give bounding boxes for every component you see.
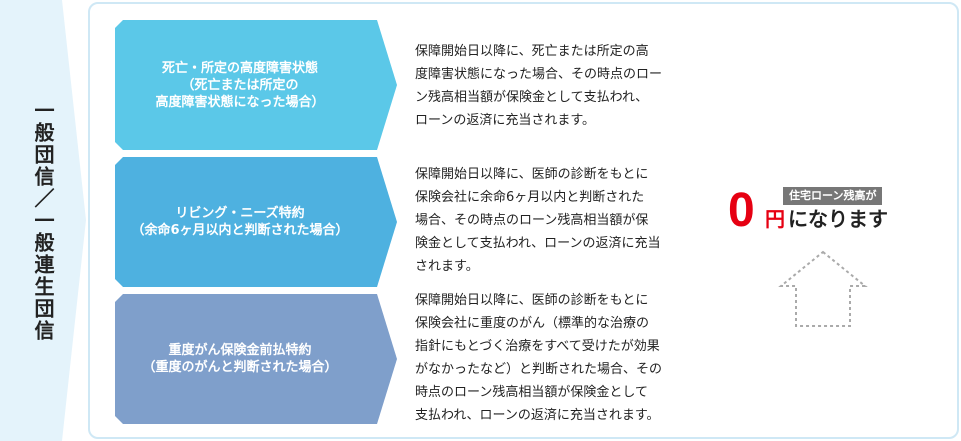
description-cancer: 保障開始日以降に、医師の診断をもとに 保険会社に重度のがん（標準的な治療の 指針…	[415, 293, 663, 423]
chevron-living-needs: リビング・ニーズ特約 （余命6ヶ月以内と判断された場合）	[115, 157, 400, 287]
chevron-label-living-needs: リビング・ニーズ特約 （余命6ヶ月以内と判断された場合）	[131, 206, 349, 238]
side-band: 一般団信／一般連生団信	[0, 0, 90, 441]
side-band-shape	[0, 0, 86, 441]
description-death: 保障開始日以降に、死亡または所定の高 度障害状態になった場合、その時点のロー ン…	[415, 44, 663, 128]
side-label: 一般団信／一般連生団信	[31, 100, 55, 342]
chevron-label-cancer: 重度がん保険金前払特約 （重度のがんと判断された場合）	[142, 343, 338, 375]
result-amount: 0	[728, 184, 755, 237]
description-living-needs: 保障開始日以降に、医師の診断をもとに 保険会社に余命6ヶ月以内と判断された 場合…	[415, 167, 661, 274]
chevron-cancer: 重度がん保険金前払特約 （重度のがんと判断された場合）	[115, 294, 400, 424]
house-outline-icon	[778, 250, 868, 334]
chevron-death: 死亡・所定の高度障害状態 （死亡または所定の 高度障害状態になった場合）	[115, 20, 400, 150]
result-suffix: になります	[788, 207, 888, 231]
result-block: 0 住宅ローン残高が 円 になります	[728, 185, 938, 245]
result-badge: 住宅ローン残高が	[783, 187, 883, 205]
chevron-label-death: 死亡・所定の高度障害状態 （死亡または所定の 高度障害状態になった場合）	[155, 60, 325, 110]
result-unit: 円	[765, 207, 785, 231]
